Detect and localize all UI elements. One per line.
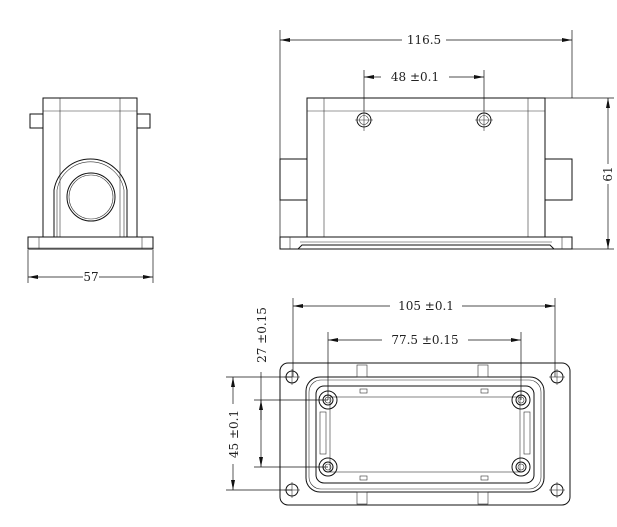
front-view: 116.5 48 ±0.1 61 — [279, 30, 615, 250]
hole-left — [355, 111, 373, 131]
dim-length-116-5: 116.5 — [407, 33, 441, 47]
dim-mount-spacing-105: 105 ±0.1 — [398, 299, 454, 313]
dim-width-57: 57 — [83, 270, 98, 284]
screws — [318, 390, 531, 477]
dim-screw-spacing-27: 27 ±0.15 — [255, 307, 269, 363]
dim-screw-spacing-77-5: 77.5 ±0.15 — [391, 333, 458, 347]
side-view: 57 — [27, 97, 154, 284]
bottom-view: 105 ±0.1 77.5 ±0.15 45 ±0.1 27 ±0.15 — [226, 298, 571, 506]
mounting-holes — [284, 369, 565, 498]
hole-right — [475, 111, 493, 131]
dim-height-61: 61 — [601, 166, 615, 181]
dim-mount-spacing-45: 45 ±0.1 — [227, 410, 241, 458]
dim-hole-spacing-48: 48 ±0.1 — [391, 70, 439, 84]
